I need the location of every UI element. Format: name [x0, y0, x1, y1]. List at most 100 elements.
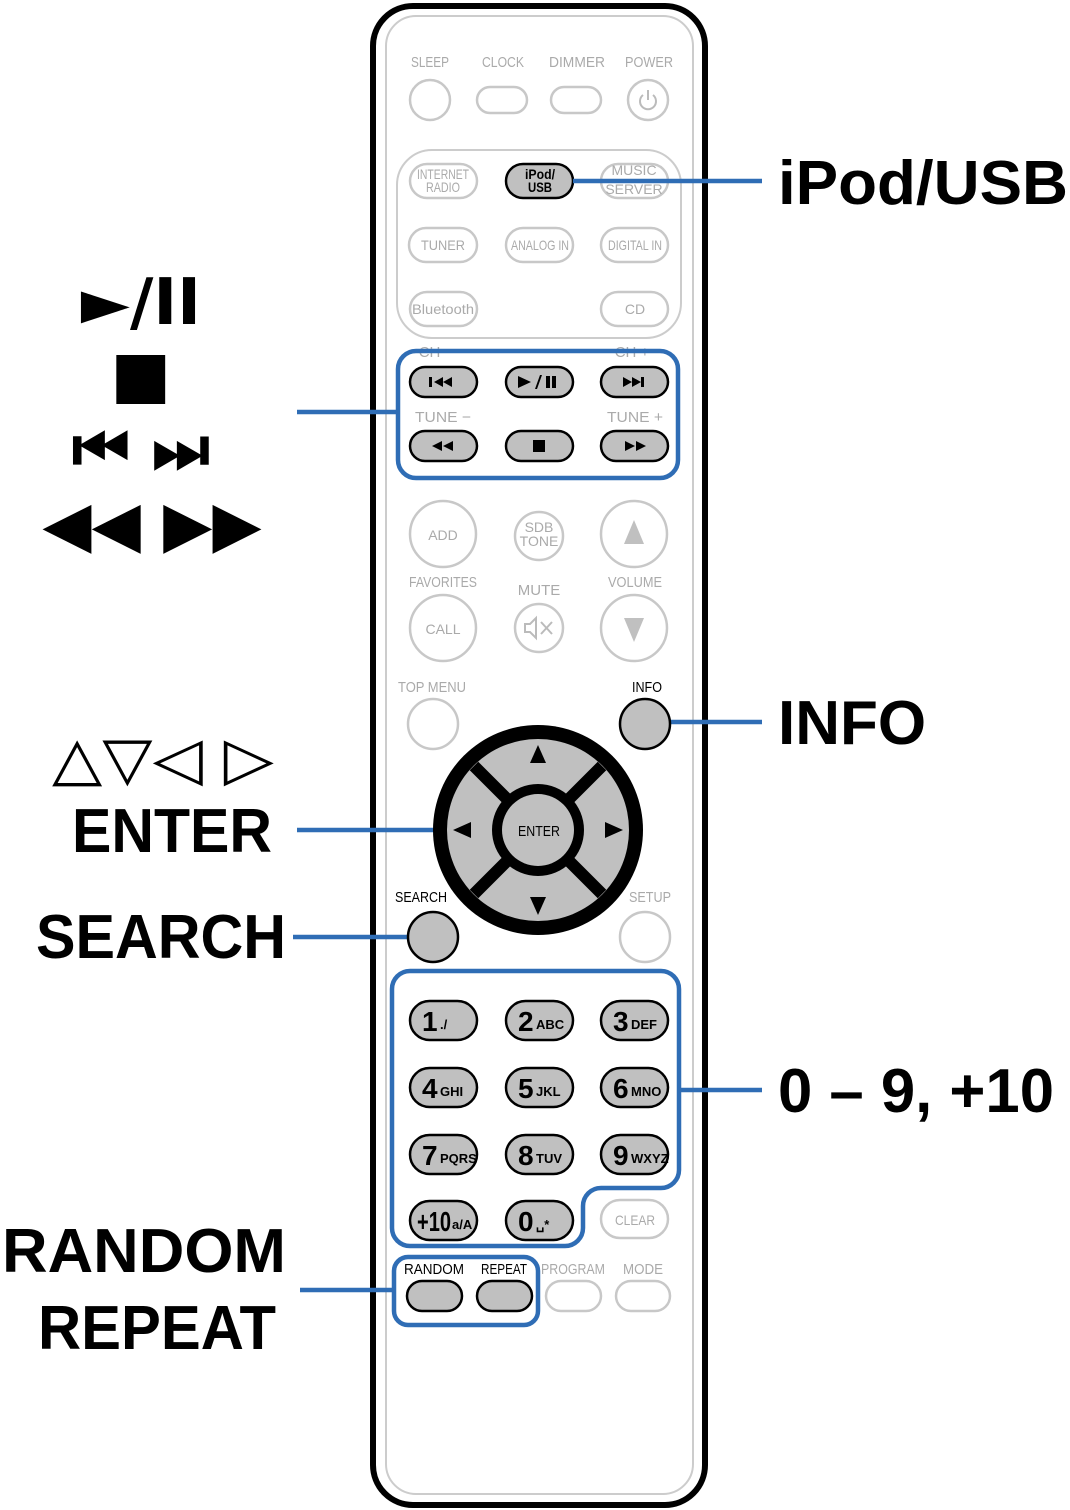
sleep-button[interactable]	[408, 78, 452, 122]
playback-symbols-line: ⏮ ⏭	[72, 413, 232, 487]
numpad-highlight-box	[389, 968, 682, 1249]
info-callout: INFO	[778, 689, 926, 758]
tone-label: TONE	[520, 533, 559, 549]
info-button[interactable]	[618, 697, 672, 751]
number-key-button[interactable]	[408, 1066, 479, 1109]
number-key-digit: 7	[422, 1140, 438, 1171]
info-label: INFO	[632, 679, 662, 696]
internet-radio-button[interactable]	[408, 162, 479, 200]
number-key-digit: 0	[518, 1206, 534, 1237]
digital-in-button[interactable]	[599, 226, 670, 264]
analog-in-button[interactable]	[504, 226, 575, 264]
number-key-button[interactable]	[599, 1066, 670, 1109]
digital-in-label: DIGITAL IN	[608, 237, 662, 253]
source-panel	[396, 149, 682, 339]
top-menu-button[interactable]	[406, 697, 460, 751]
enter-button-label: ENTER	[518, 823, 560, 840]
number-key-digit: 5	[518, 1073, 534, 1104]
sleep-label: SLEEP	[411, 54, 449, 71]
power-icon	[639, 90, 657, 111]
playback-symbols-line: ■	[111, 338, 194, 412]
random-callout: RANDOM	[2, 1217, 286, 1286]
number-key-letters: WXYZ	[631, 1151, 669, 1166]
number-key-digit: 4	[422, 1073, 438, 1104]
number-key-letters: DEF	[631, 1017, 657, 1032]
number-key-digit: +10	[417, 1206, 451, 1237]
number-key-button[interactable]	[599, 999, 670, 1042]
mute-icon	[524, 615, 553, 641]
number-key-letters: ABC	[536, 1017, 565, 1032]
dimmer-label: DIMMER	[549, 54, 605, 71]
program-button[interactable]	[544, 1279, 603, 1313]
clear-button[interactable]	[599, 1198, 670, 1240]
setup-button[interactable]	[618, 910, 672, 964]
random-label: RANDOM	[404, 1261, 464, 1278]
dpad-down-button[interactable]	[530, 897, 546, 915]
tune-plus-label: TUNE +	[607, 409, 663, 426]
volume-label: VOLUME	[608, 574, 662, 591]
skip-forward-icon	[623, 377, 644, 387]
dpad-left-button[interactable]	[453, 822, 471, 838]
bluetooth-label: Bluetooth	[412, 301, 474, 317]
ipod-usb-label-2: USB	[528, 179, 552, 195]
clock-button[interactable]	[475, 85, 529, 115]
random-button[interactable]	[405, 1279, 464, 1313]
cd-button[interactable]	[599, 290, 670, 328]
number-key-digit: 6	[613, 1073, 629, 1104]
number-key-letters: MNO	[631, 1084, 661, 1099]
volume-up-icon	[624, 520, 644, 544]
favorites-label: FAVORITES	[409, 574, 477, 591]
number-key-letters: a/A	[452, 1217, 473, 1232]
repeat-button[interactable]	[475, 1279, 534, 1313]
enter-button[interactable]	[502, 794, 574, 866]
number-key-digit: 2	[518, 1006, 534, 1037]
search-label: SEARCH	[395, 889, 447, 906]
mute-label: MUTE	[518, 582, 561, 599]
number-key-letters: JKL	[536, 1084, 561, 1099]
skip-back-icon	[429, 377, 452, 387]
number-key-button[interactable]	[504, 999, 575, 1042]
cursor-symbols-callout: △▽◁ ▷	[52, 724, 274, 794]
dpad-right-button[interactable]	[605, 822, 623, 838]
number-key-letters: GHI	[440, 1084, 463, 1099]
call-label: CALL	[425, 621, 460, 637]
number-key-letters: TUV	[536, 1151, 562, 1166]
tuner-button[interactable]	[407, 226, 479, 264]
call-button[interactable]	[408, 593, 478, 663]
cd-label: CD	[625, 301, 645, 317]
remote-inner-outline	[385, 15, 694, 1495]
add-button[interactable]	[408, 499, 478, 569]
number-key-button[interactable]	[408, 1199, 479, 1242]
stop-icon	[533, 440, 545, 452]
playback-symbols-callout: ►/II ■ ⏮ ⏭ ◀◀ ▶▶	[42, 266, 262, 562]
internet-radio-label-1: INTERNET	[417, 166, 469, 182]
repeat-label: REPEAT	[481, 1261, 527, 1278]
volume-down-icon	[624, 618, 644, 642]
play-pause-icon	[518, 375, 556, 389]
mode-button[interactable]	[614, 1279, 672, 1313]
program-label: PROGRAM	[541, 1261, 605, 1278]
repeat-callout: REPEAT	[38, 1294, 276, 1363]
number-key-digit: 9	[613, 1140, 629, 1171]
ipod-usb-label-1: iPod/	[525, 166, 555, 182]
number-key-button[interactable]	[408, 1133, 479, 1176]
dpad-up-button[interactable]	[530, 745, 546, 763]
search-button[interactable]	[406, 910, 460, 964]
dimmer-button[interactable]	[549, 85, 603, 115]
mode-label: MODE	[623, 1261, 663, 1278]
power-label: POWER	[625, 54, 673, 71]
search-callout: SEARCH	[36, 903, 286, 972]
number-key-button[interactable]	[408, 999, 479, 1042]
number-key-button[interactable]	[504, 1133, 575, 1176]
internet-radio-label-2: RADIO	[426, 179, 460, 195]
sdb-tone-button[interactable]	[513, 510, 565, 562]
bluetooth-button[interactable]	[408, 290, 479, 328]
number-key-button[interactable]	[504, 1199, 575, 1242]
number-key-letters: ␣*	[536, 1217, 550, 1233]
number-key-digit: 8	[518, 1140, 534, 1171]
number-key-button[interactable]	[599, 1133, 670, 1176]
fast-forward-icon	[625, 441, 646, 451]
number-key-button[interactable]	[504, 1066, 575, 1109]
mute-button[interactable]	[513, 602, 565, 654]
